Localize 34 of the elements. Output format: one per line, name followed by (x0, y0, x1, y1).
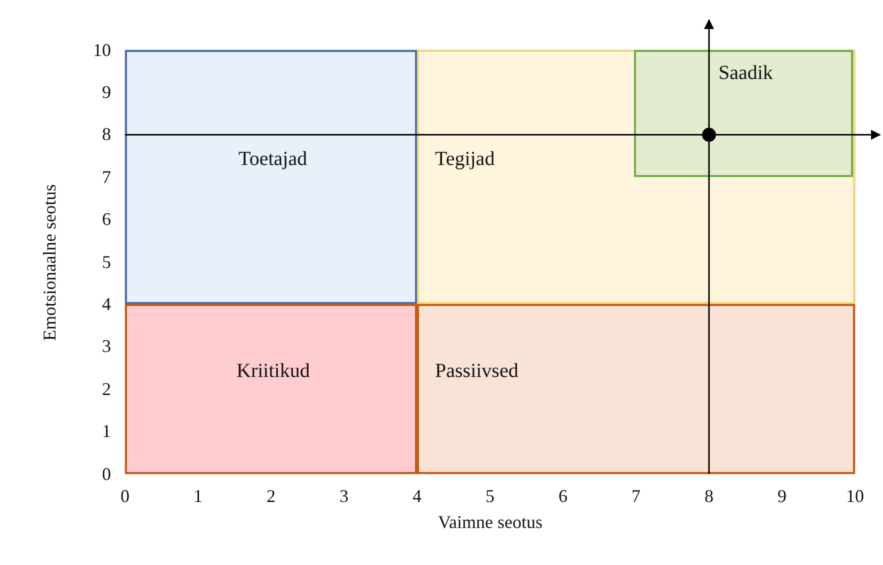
tick-label: 6 (558, 486, 568, 507)
axis-title: Vaimne seotus (438, 512, 542, 533)
segment-region (417, 50, 855, 304)
segment-region (125, 304, 417, 474)
tick-label: 8 (102, 124, 111, 146)
tick-label: 4 (102, 294, 111, 315)
tick-label: 8 (704, 486, 714, 507)
segment-label: Tegijad (435, 148, 495, 171)
tick-label: 2 (102, 378, 111, 400)
tick-label: 3 (340, 486, 348, 507)
tick-label: 7 (102, 166, 111, 188)
segment-label: Passiivsed (435, 360, 518, 383)
tick-label: 10 (93, 40, 111, 60)
segment-region (417, 304, 855, 474)
tick-label: 10 (846, 486, 864, 507)
segment-region (125, 50, 417, 304)
tick-label: 2 (266, 486, 276, 507)
tick-label: 1 (102, 421, 111, 442)
tick-label: 5 (486, 486, 494, 507)
tick-label: 1 (194, 486, 202, 507)
tick-label: 4 (412, 486, 422, 507)
segment-label: Saadik (718, 62, 773, 86)
tick-label: 0 (120, 486, 130, 507)
tick-label: 3 (102, 336, 111, 358)
segment-label: Toetajad (238, 148, 308, 171)
segment-label: Kriitikud (236, 360, 310, 383)
tick-label: 7 (632, 486, 640, 507)
tick-label: 5 (102, 252, 111, 272)
tick-label: 9 (778, 486, 786, 507)
axis-title: Emotsionaalne seotus (40, 184, 61, 340)
tick-label: 0 (102, 464, 111, 484)
segment-region (634, 50, 853, 178)
tick-label: 9 (102, 82, 111, 103)
tick-label: 6 (102, 209, 111, 230)
